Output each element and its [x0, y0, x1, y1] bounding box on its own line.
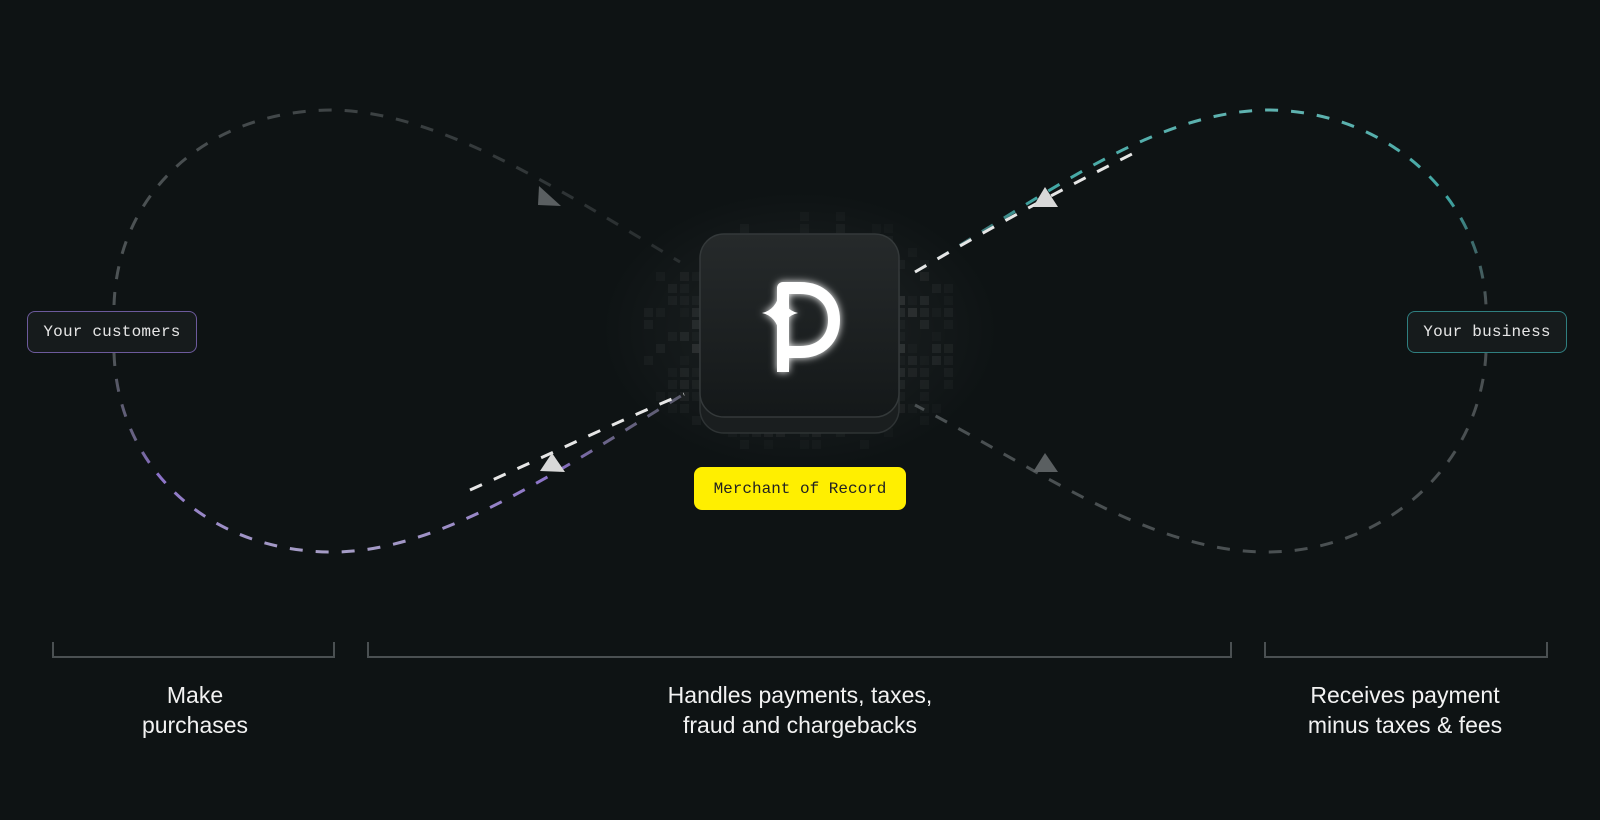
pixel-cell — [680, 332, 689, 341]
pixel-cell — [644, 356, 653, 365]
pixel-cell — [836, 212, 845, 221]
pixel-cell — [908, 308, 917, 317]
pixel-cell — [680, 392, 689, 401]
pixel-cell — [920, 368, 929, 377]
pixel-cell — [920, 320, 929, 329]
bracket-customers — [52, 642, 335, 658]
pixel-cell — [764, 440, 773, 449]
pixel-cell — [932, 404, 941, 413]
pixel-cell — [872, 224, 881, 233]
pixel-cell — [692, 320, 701, 329]
arrow-top-right-icon — [1033, 187, 1058, 207]
pixel-cell — [944, 344, 953, 353]
pixel-cell — [692, 344, 701, 353]
pixel-cell — [668, 368, 677, 377]
pixel-cell — [680, 356, 689, 365]
pixel-cell — [692, 308, 701, 317]
pixel-cell — [860, 440, 869, 449]
pixel-cell — [692, 380, 701, 389]
pixel-cell — [920, 380, 929, 389]
flow-path-customers-top — [112, 108, 681, 306]
pixel-cell — [800, 440, 809, 449]
pixel-cell — [812, 440, 821, 449]
pixel-cell — [944, 356, 953, 365]
pixel-cell — [740, 224, 749, 233]
pixel-cell — [920, 308, 929, 317]
pixel-cell — [920, 356, 929, 365]
pixel-cell — [908, 344, 917, 353]
pixel-cell — [944, 284, 953, 293]
pixel-cell — [944, 308, 953, 317]
pixel-cell — [656, 308, 665, 317]
pixel-cell — [896, 344, 905, 353]
pixel-cell — [680, 296, 689, 305]
pixel-cell — [680, 284, 689, 293]
pixel-cell — [920, 416, 929, 425]
flow-path-from-merchant — [914, 148, 1141, 274]
pixel-cell — [920, 272, 929, 281]
pixel-cell — [680, 380, 689, 389]
merchant-tile — [699, 233, 900, 434]
bracket-merchant — [367, 642, 1232, 658]
pixel-cell — [932, 344, 941, 353]
pixel-cell — [896, 296, 905, 305]
polar-p-sparkle-logo-icon — [762, 282, 840, 372]
pixel-cell — [920, 392, 929, 401]
customers-node: Your customers — [27, 311, 197, 353]
pixel-cell — [668, 284, 677, 293]
pixel-cell — [896, 380, 905, 389]
pixel-cell — [908, 356, 917, 365]
arrow-bottom-right-icon — [1033, 453, 1058, 472]
pixel-cell — [944, 368, 953, 377]
pixel-cell — [908, 248, 917, 257]
pixel-cell — [668, 296, 677, 305]
pixel-cell — [740, 440, 749, 449]
pixel-cell — [836, 224, 845, 233]
arrow-bottom-left-icon — [540, 453, 565, 472]
pixel-cell — [656, 344, 665, 353]
pixel-cell — [692, 416, 701, 425]
pixel-cell — [644, 320, 653, 329]
caption-merchant: Handles payments, taxes, fraud and charg… — [667, 682, 933, 738]
caption-customers: Make purchases — [141, 682, 249, 738]
pixel-cell — [668, 332, 677, 341]
pixel-cell — [932, 356, 941, 365]
caption-business: Receives payment minus taxes & fees — [1307, 682, 1503, 738]
pixel-cell — [920, 296, 929, 305]
pixel-cell — [908, 296, 917, 305]
business-node: Your business — [1407, 311, 1567, 353]
pixel-cell — [896, 308, 905, 317]
pixel-cell — [680, 368, 689, 377]
pixel-cell — [908, 368, 917, 377]
pixel-cell — [656, 272, 665, 281]
pixel-cell — [932, 308, 941, 317]
pixel-cell — [944, 320, 953, 329]
pixel-cell — [680, 272, 689, 281]
arrow-top-left-icon — [538, 186, 561, 206]
pixel-cell — [680, 404, 689, 413]
pixel-cell — [884, 224, 893, 233]
pixel-cell — [896, 368, 905, 377]
flow-path-to-merchant — [469, 392, 685, 492]
merchant-of-record-badge: Merchant of Record — [694, 467, 906, 510]
pixel-cell — [932, 332, 941, 341]
pixel-cell — [800, 212, 809, 221]
pixel-cell — [896, 404, 905, 413]
pixel-cell — [800, 224, 809, 233]
pixel-cell — [932, 284, 941, 293]
pixel-cell — [668, 380, 677, 389]
pixel-cell — [644, 308, 653, 317]
bracket-business — [1264, 642, 1548, 658]
pixel-cell — [944, 380, 953, 389]
flow-path-business-bottom — [914, 352, 1488, 554]
flow-path-business-top — [914, 108, 1488, 306]
pixel-cell — [944, 296, 953, 305]
pixel-cell — [680, 308, 689, 317]
flow-path-customers-bottom — [112, 352, 685, 554]
pixel-cell — [656, 392, 665, 401]
pixel-cell — [668, 404, 677, 413]
